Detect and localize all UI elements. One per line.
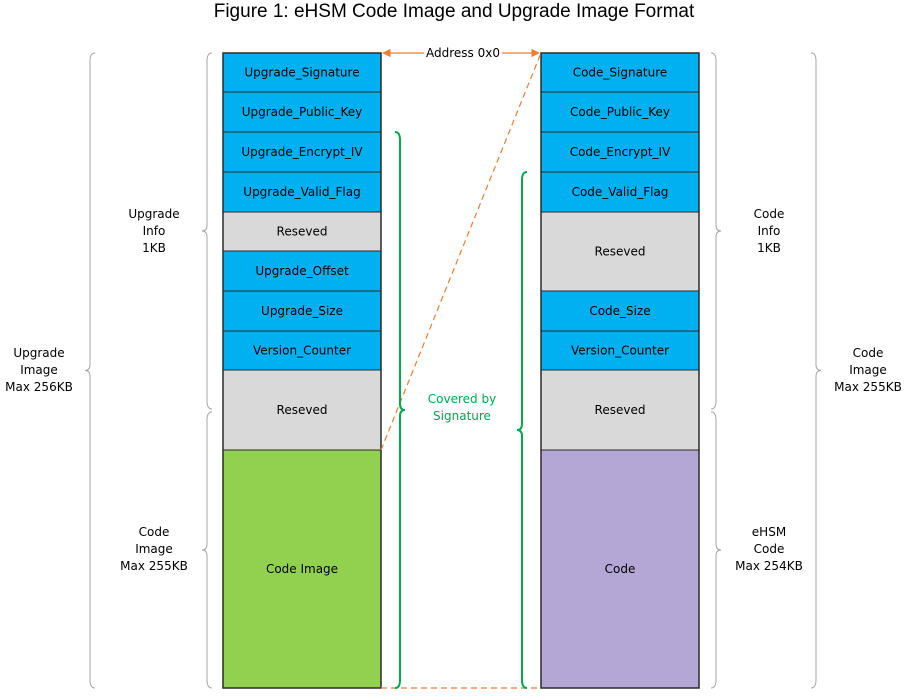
brace-left-code-image <box>201 411 213 689</box>
block-label: Version_Counter <box>571 344 669 358</box>
block-rect <box>540 290 700 332</box>
block-label: Upgrade_Public_Key <box>242 105 363 119</box>
covered-line-2: Signature <box>433 409 491 423</box>
block-label: Code_Encrypt_IV <box>570 145 671 159</box>
block-label: Reseved <box>277 225 328 239</box>
block-rect <box>540 449 700 689</box>
block-label: Reseved <box>595 245 646 259</box>
brace-right-code-image <box>810 52 822 689</box>
block-label: Code_Valid_Flag <box>572 185 669 199</box>
block-version-counter: Version_Counter <box>540 330 700 371</box>
braces <box>84 52 822 689</box>
block-code: Code <box>540 449 700 689</box>
block-label: Reseved <box>595 403 646 417</box>
code-image-column: Code_SignatureCode_Public_KeyCode_Encryp… <box>540 52 700 689</box>
block-code-signature: Code_Signature <box>540 52 700 93</box>
covered-line-1: Covered by <box>427 392 497 406</box>
block-rect <box>540 131 700 173</box>
block-reseved: Reseved <box>222 369 382 451</box>
block-code-valid-flag: Code_Valid_Flag <box>540 171 700 213</box>
block-code-size: Code_Size <box>540 290 700 332</box>
block-label: Code_Signature <box>573 66 668 80</box>
block-rect <box>540 330 700 371</box>
block-label: Upgrade_Valid_Flag <box>243 185 360 199</box>
block-label: Upgrade_Offset <box>255 264 349 278</box>
column-border <box>540 52 700 689</box>
upgrade-image-label: Upgrade Image Max 256KB <box>5 346 73 394</box>
block-rect <box>540 171 700 213</box>
block-upgrade-offset: Upgrade_Offset <box>222 250 382 292</box>
brace-upgrade-image <box>84 52 96 689</box>
block-reseved: Reseved <box>540 369 700 451</box>
block-label: Upgrade_Size <box>261 304 343 318</box>
right-code-image-label: Code Image Max 255KB <box>834 346 902 394</box>
block-upgrade-public-key: Upgrade_Public_Key <box>222 91 382 133</box>
block-label: Upgrade_Signature <box>244 66 359 80</box>
block-code-image: Code Image <box>222 449 382 689</box>
block-label: Code_Size <box>589 304 650 318</box>
block-rect <box>540 211 700 292</box>
brace-ehsm-code <box>710 411 722 689</box>
upgrade-info-label: Upgrade Info 1KB <box>128 207 180 255</box>
block-label: Reseved <box>277 403 328 417</box>
block-rect <box>222 250 382 292</box>
block-label: Code Image <box>266 562 338 576</box>
dashed-mapping-line-top <box>380 52 542 451</box>
block-label: Code_Public_Key <box>570 105 670 119</box>
block-code-public-key: Code_Public_Key <box>540 91 700 133</box>
block-label: Upgrade_Encrypt_IV <box>241 145 363 159</box>
block-rect <box>222 211 382 252</box>
block-upgrade-size: Upgrade_Size <box>222 290 382 332</box>
figure-title: Figure 1: eHSM Code Image and Upgrade Im… <box>213 1 695 22</box>
block-version-counter: Version_Counter <box>222 330 382 371</box>
code-info-label: Code Info 1KB <box>753 207 785 255</box>
block-upgrade-signature: Upgrade_Signature <box>222 52 382 93</box>
covered-by-signature-label: Covered by Signature <box>410 391 514 425</box>
block-rect <box>222 330 382 371</box>
column-border <box>222 52 382 689</box>
block-label: Code <box>605 562 636 576</box>
block-reseved: Reseved <box>222 211 382 252</box>
brace-code-info <box>710 52 722 410</box>
block-code-encrypt-iv: Code_Encrypt_IV <box>540 131 700 173</box>
address-label: Address 0x0 <box>424 46 502 60</box>
connector-lines <box>380 48 542 689</box>
ehsm-code-label: eHSM Code Max 254KB <box>735 525 803 573</box>
left-code-image-label: Code Image Max 255KB <box>120 525 188 573</box>
block-rect <box>540 369 700 451</box>
block-rect <box>222 369 382 451</box>
brace-signature-code <box>516 171 528 689</box>
brace-signature-upgrade <box>394 131 406 689</box>
upgrade-image-column: Upgrade_SignatureUpgrade_Public_KeyUpgra… <box>222 52 382 689</box>
block-upgrade-encrypt-iv: Upgrade_Encrypt_IV <box>222 131 382 173</box>
block-label: Version_Counter <box>253 344 351 358</box>
block-rect <box>540 91 700 133</box>
block-rect <box>222 290 382 332</box>
brace-upgrade-info <box>201 52 213 410</box>
block-reseved: Reseved <box>540 211 700 292</box>
block-upgrade-valid-flag: Upgrade_Valid_Flag <box>222 171 382 213</box>
